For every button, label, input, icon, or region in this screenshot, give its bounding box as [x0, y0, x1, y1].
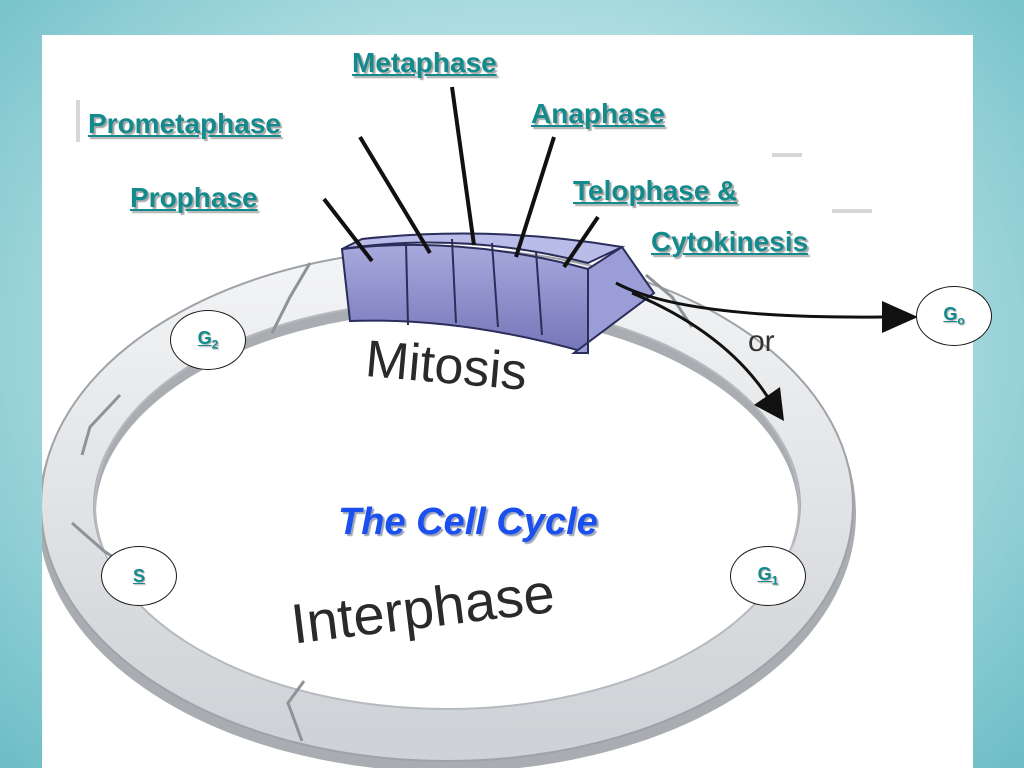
- g1-return-arrow: [631, 291, 776, 408]
- cell-cycle-diagram: [42, 86, 918, 768]
- or-label: or: [748, 325, 775, 358]
- mitosis-label: Mitosis: [363, 330, 530, 402]
- mitosis-block: [340, 232, 656, 355]
- slide-canvas: Metaphase Prometaphase Anaphase Prophase…: [42, 35, 973, 768]
- phase-link-prometaphase[interactable]: Prometaphase: [88, 108, 281, 139]
- faint-background-marks: [76, 100, 872, 213]
- phase-link-anaphase[interactable]: Anaphase: [531, 98, 665, 129]
- exit-arrows: [615, 281, 918, 421]
- g1-arrowhead: [754, 387, 784, 421]
- phase-link-metaphase[interactable]: Metaphase: [352, 47, 497, 78]
- stage-s-bubble[interactable]: S: [101, 546, 177, 606]
- stage-g0-bubble[interactable]: Go: [916, 286, 992, 346]
- phase-link-telophase[interactable]: Telophase &: [573, 175, 738, 206]
- prophase-pointer: [322, 197, 374, 263]
- ring-segment-seam: [645, 273, 694, 328]
- ring-segment-seam: [80, 393, 122, 456]
- telophase-pointer: [562, 215, 600, 269]
- ring-segment-seam: [286, 680, 306, 742]
- stage-g2-bubble[interactable]: G2: [170, 310, 246, 370]
- prometaphase-pointer: [358, 135, 432, 255]
- g0-exit-arrow: [615, 281, 883, 319]
- metaphase-pointer: [450, 86, 476, 246]
- stage-s-label: S: [132, 565, 145, 586]
- stage-g0-label: Go: [943, 304, 965, 328]
- anaphase-pointer: [514, 136, 556, 258]
- ring-segment-seam: [270, 262, 312, 334]
- g0-arrowhead: [882, 301, 918, 333]
- stage-g2-label: G2: [197, 328, 219, 352]
- diagram-title: The Cell Cycle: [338, 501, 598, 543]
- phase-link-prophase[interactable]: Prophase: [130, 182, 258, 213]
- phase-link-cytokinesis[interactable]: Cytokinesis: [651, 226, 809, 257]
- stage-g1-label: G1: [757, 564, 779, 588]
- stage-g1-bubble[interactable]: G1: [730, 546, 806, 606]
- phase-pointer-lines: [322, 86, 600, 269]
